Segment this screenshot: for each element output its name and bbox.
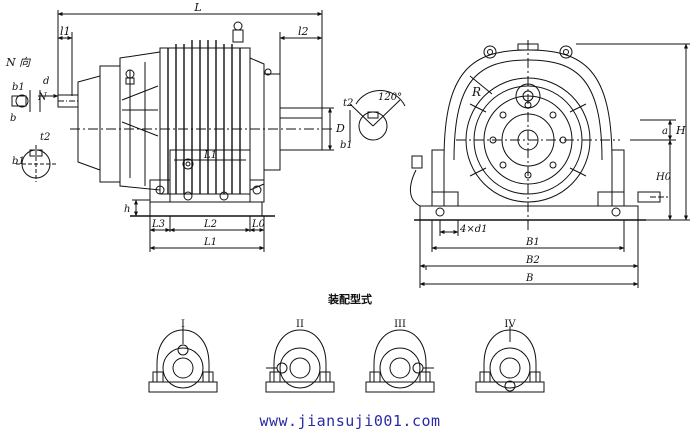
footer-url[interactable]: www.jiansuji001.com (259, 412, 441, 430)
dim-L3: L3 (151, 219, 165, 230)
assembly-caption: 装配型式 (328, 293, 372, 306)
dim-4xd1: 4×d1 (459, 224, 488, 235)
dim-H0: H0 (655, 172, 672, 183)
assembly-type-3 (365, 329, 435, 393)
assembly-types (148, 326, 545, 393)
label-n: N (37, 92, 48, 103)
dim-l2: l2 (298, 25, 309, 38)
dim-b1-right: b1 (340, 140, 353, 151)
dim-L: L (193, 1, 201, 14)
dim-B: B (525, 273, 533, 284)
dim-t2-right: t2 (343, 98, 353, 109)
front-view-labels: R a H H0 4×d1 B1 B2 B (459, 85, 686, 284)
assembly-label-4: IV (504, 319, 516, 330)
dim-h: h (124, 204, 130, 215)
dim-b1-n: b1 (12, 82, 25, 93)
dim-L2: L2 (203, 219, 217, 230)
label-n-direction: N 向 (5, 56, 31, 69)
front-view (410, 40, 690, 288)
dim-L0: L0 (251, 219, 266, 230)
side-view (11, 10, 406, 252)
dim-L1-inner: L1 (203, 150, 217, 161)
assembly-label-3: III (394, 319, 406, 330)
assembly-label-1: I (181, 319, 185, 330)
dim-H: H (675, 124, 686, 137)
assembly-type-2 (265, 329, 335, 393)
label-R: R (471, 85, 481, 99)
dim-t2-left: t2 (40, 132, 50, 143)
dim-b1-left: b1 (12, 156, 25, 167)
dim-D: D (335, 122, 345, 135)
dim-B2: B2 (525, 255, 540, 266)
assembly-type-1 (148, 326, 218, 393)
dim-B1: B1 (525, 237, 540, 248)
dim-a: a (662, 126, 668, 137)
side-view-labels: L l1 l2 N 向 b1 d N b t2 b1 D t2 120° b1 … (5, 1, 402, 248)
dim-L1-bottom: L1 (203, 237, 217, 248)
assembly-type-labels: I II III IV (181, 319, 516, 330)
assembly-label-2: II (296, 319, 304, 330)
dim-d: d (43, 76, 49, 87)
assembly-type-4 (475, 326, 545, 393)
dim-l1: l1 (60, 25, 71, 38)
dim-b: b (10, 113, 16, 124)
label-120-degrees: 120° (378, 92, 402, 103)
